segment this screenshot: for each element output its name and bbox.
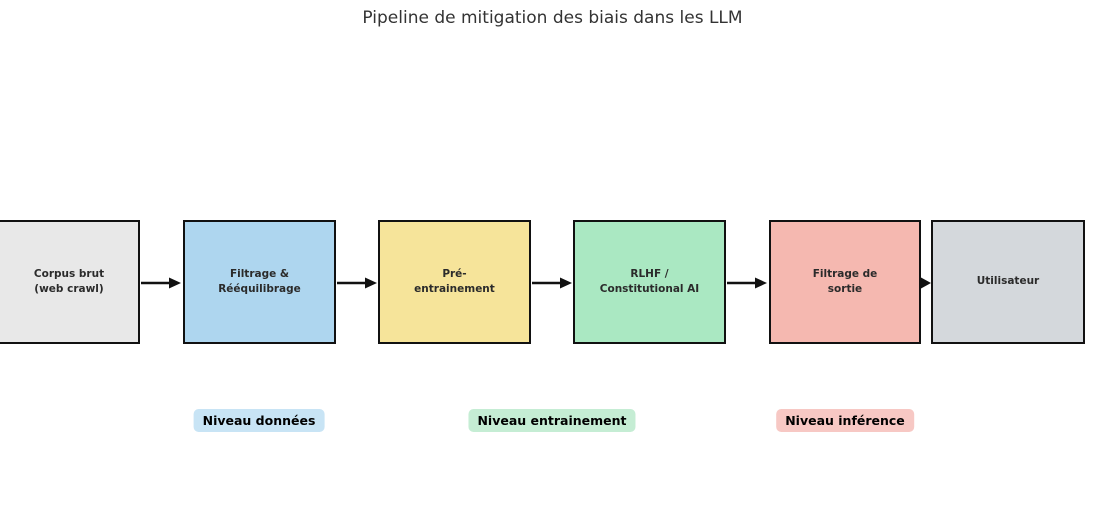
stage-box-filtrage-reequilibrage: Filtrage & Rééquilibrage bbox=[183, 220, 336, 344]
level-label-entrainement: Niveau entrainement bbox=[468, 409, 636, 432]
arrow-right-icon bbox=[337, 277, 377, 289]
stage-box-rlhf-constitutional-ai: RLHF / Constitutional AI bbox=[573, 220, 726, 344]
stage-box-filtrage-sortie: Filtrage de sortie bbox=[769, 220, 921, 344]
stage-box-utilisateur: Utilisateur bbox=[931, 220, 1085, 344]
arrowhead-right-icon bbox=[921, 277, 931, 289]
arrow-right-icon bbox=[727, 277, 767, 289]
arrow-right-icon bbox=[532, 277, 572, 289]
stage-box-corpus-brut: Corpus brut (web crawl) bbox=[0, 220, 140, 344]
diagram-title: Pipeline de mitigation des biais dans le… bbox=[362, 8, 743, 28]
arrow-right-icon bbox=[141, 277, 181, 289]
level-label-inference: Niveau inférence bbox=[776, 409, 914, 432]
stage-box-pre-entrainement: Pré- entrainement bbox=[378, 220, 531, 344]
level-label-donnees: Niveau données bbox=[193, 409, 325, 432]
